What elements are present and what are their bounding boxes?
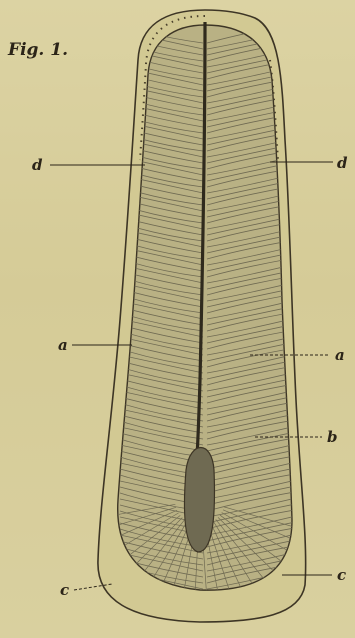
label-c-left: c — [60, 581, 69, 599]
label-d-right: d — [337, 154, 348, 172]
label-a-left: a — [58, 336, 68, 354]
label-d-left: d — [32, 156, 43, 174]
label-a-right: a — [335, 346, 345, 364]
label-c-right: c — [337, 566, 346, 584]
figure-title: Fig. 1. — [7, 40, 68, 60]
groove-base — [185, 448, 215, 553]
label-b: b — [327, 428, 338, 446]
